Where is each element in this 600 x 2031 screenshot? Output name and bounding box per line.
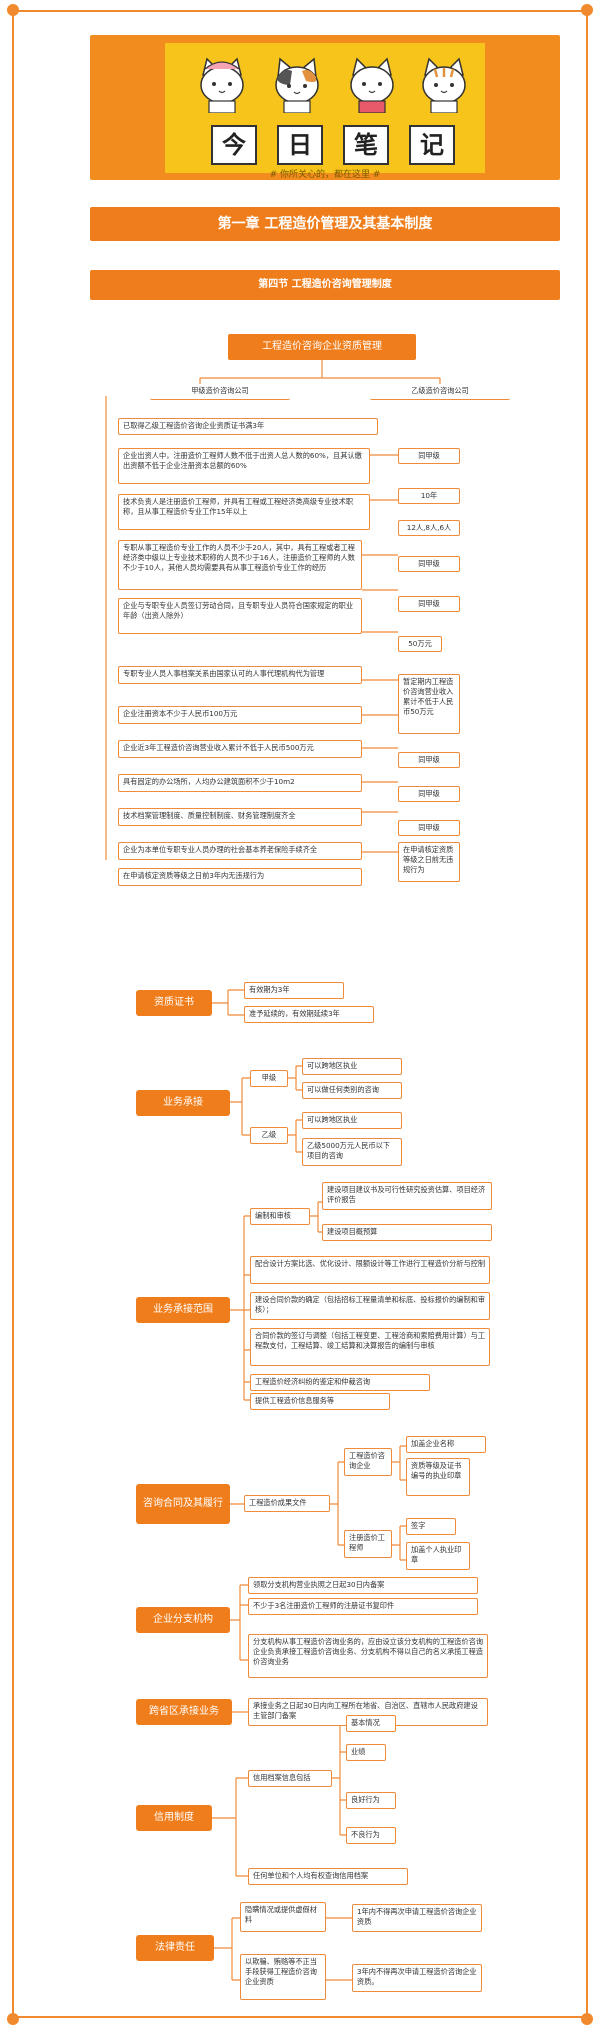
business-item: 可以跨地区执业 — [302, 1058, 402, 1075]
tree-left-item: 已取得乙级工程造价咨询企业资质证书满3年 — [118, 418, 378, 435]
page-frame — [12, 10, 588, 2018]
tree-right-item: 暂定期内工程造价咨询营业收入累计不低于人民币50万元 — [398, 674, 460, 734]
scope-item: 建设合同价款的确定（包括招标工程量清单和标底、投标报价的编制和审核）； — [250, 1292, 490, 1320]
tree-left-item: 专职专业人员人事档案关系由国家认可的人事代理机构代为管理 — [118, 666, 362, 684]
corner-dot — [7, 2013, 19, 2025]
tree-right-item: 同甲级 — [398, 752, 460, 768]
corner-dot — [581, 4, 593, 16]
legal-result: 1年内不得再次申请工程造价咨询企业资质 — [352, 1904, 482, 1932]
contract-item: 签字 — [406, 1518, 456, 1535]
legal-cause: 隐瞒情况或提供虚假材料 — [240, 1902, 326, 1932]
title-char: 今 — [211, 125, 257, 165]
topic-branch: 企业分支机构 — [136, 1607, 230, 1633]
tree-left-item: 企业为本单位专职专业人员办理的社会基本养老保险手续齐全 — [118, 842, 362, 860]
scope-item: 合同价款的签订与调整（包括工程变更、工程洽商和索赔费用计算）与工程款支付，工程结… — [250, 1328, 490, 1366]
topic-credit: 信用制度 — [136, 1805, 212, 1831]
scope-item: 工程造价经济纠纷的鉴定和仲裁咨询 — [250, 1374, 430, 1391]
cert-item: 准予延续的，有效期延续3年 — [244, 1006, 374, 1023]
tree-right-item: 12人,8人,6人 — [398, 520, 460, 536]
header-panel: 今 日 笔 记 # 你所关心的，都在这里 # — [165, 43, 485, 180]
tree-right-item: 同甲级 — [398, 596, 460, 612]
scope-item: 建设项目建议书及可行性研究投资估算、项目经济评价报告 — [322, 1182, 492, 1210]
tree-right-item: 同甲级 — [398, 556, 460, 572]
tree-left-item: 企业近3年工程造价咨询营业收入累计不低于人民币500万元 — [118, 740, 362, 758]
credit-item: 不良行为 — [346, 1827, 396, 1844]
section-title: 第四节 工程造价咨询管理制度 — [90, 270, 560, 300]
branch-item: 领取分支机构营业执照之日起30日内备案 — [248, 1577, 478, 1594]
header-banner: 今 日 笔 记 # 你所关心的，都在这里 # — [90, 35, 560, 180]
scope-sub: 编制和审核 — [250, 1208, 310, 1225]
tree-right-head: 乙级造价咨询公司 — [370, 384, 510, 400]
cat-icon — [275, 57, 319, 113]
tree-left-item: 企业注册资本不少于人民币100万元 — [118, 706, 362, 724]
business-item: 乙级5000万元人民币以下项目的咨询 — [302, 1138, 402, 1166]
chapter-title: 第一章 工程造价管理及其基本制度 — [90, 207, 560, 241]
tree-left-item: 专职从事工程造价专业工作的人员不少于20人，其中，具有工程或者工程经济类中级以上… — [118, 540, 362, 590]
business-level: 乙级 — [250, 1127, 288, 1144]
tree-left-item: 技术档案管理制度、质量控制制度、财务管理制度齐全 — [118, 808, 362, 826]
topic-contract: 咨询合同及其履行 — [136, 1484, 230, 1524]
scope-item: 提供工程造价信息服务等 — [250, 1393, 390, 1410]
cat-icon — [422, 57, 466, 113]
scope-item: 建设项目概预算 — [322, 1224, 492, 1241]
contract-item: 加盖个人执业印章 — [406, 1542, 470, 1570]
business-level: 甲级 — [250, 1070, 288, 1087]
cat-icon — [200, 57, 244, 113]
tree-right-item: 同甲级 — [398, 448, 460, 464]
tree-root: 工程造价咨询企业资质管理 — [228, 334, 416, 360]
legal-cause: 以欺骗、贿赂等不正当手段获得工程造价咨询企业资质 — [240, 1954, 326, 2000]
tree-left-item: 具有固定的办公场所，人均办公建筑面积不少于10m2 — [118, 774, 362, 792]
tree-right-item: 10年 — [398, 488, 460, 504]
cat-icon — [350, 57, 394, 113]
credit-item: 业绩 — [346, 1744, 386, 1761]
title-char: 笔 — [343, 125, 389, 165]
corner-dot — [7, 4, 19, 16]
tree-left-head: 甲级造价咨询公司 — [150, 384, 290, 400]
cert-item: 有效期为3年 — [244, 982, 344, 999]
tree-left-item: 在申请核定资质等级之日前3年内无违规行为 — [118, 868, 362, 886]
credit-item: 任何单位和个人均有权查询信用档案 — [248, 1868, 408, 1885]
contract-item: 资质等级及证书编号的执业印章 — [406, 1458, 470, 1496]
title-char: 日 — [277, 125, 323, 165]
tree-left-item: 企业出资人中，注册造价工程师人数不低于出资人总人数的60%，且其认缴出资额不低于… — [118, 448, 370, 484]
credit-item: 良好行为 — [346, 1792, 396, 1809]
business-item: 可以跨地区执业 — [302, 1112, 402, 1129]
legal-result: 3年内不得再次申请工程造价咨询企业资质。 — [352, 1964, 482, 1992]
contract-enterprise: 工程造价咨询企业 — [344, 1448, 392, 1476]
credit-sub: 信用档案信息包括 — [248, 1770, 332, 1787]
contract-engineer: 注册造价工程师 — [344, 1530, 392, 1558]
tree-right-item: 同甲级 — [398, 820, 460, 836]
tree-left-item: 企业与专职专业人员签订劳动合同，且专职专业人员符合国家规定的职业年龄（出资人除外… — [118, 598, 362, 634]
topic-cert: 资质证书 — [136, 990, 212, 1016]
topic-cross: 跨省区承接业务 — [136, 1699, 232, 1725]
topic-business: 业务承接 — [136, 1090, 230, 1116]
scope-item: 配合设计方案比选、优化设计、限额设计等工作进行工程造价分析与控制 — [250, 1256, 490, 1284]
title-char: 记 — [409, 125, 455, 165]
topic-scope: 业务承接范围 — [136, 1297, 230, 1323]
credit-item: 基本情况 — [346, 1715, 396, 1732]
corner-dot — [581, 2013, 593, 2025]
tree-right-item: 50万元 — [398, 636, 442, 652]
topic-legal: 法律责任 — [136, 1935, 214, 1961]
branch-item: 不少于3名注册造价工程师的注册证书复印件 — [248, 1598, 478, 1615]
tree-right-item: 同甲级 — [398, 786, 460, 802]
header-subtitle: # 你所关心的，都在这里 # — [269, 170, 381, 180]
contract-file: 工程造价成果文件 — [244, 1495, 330, 1512]
business-item: 可以做任何类别的咨询 — [302, 1082, 402, 1099]
tree-right-item: 在申请核定资质等级之日前无违规行为 — [398, 842, 460, 882]
tree-left-item: 技术负责人是注册造价工程师，并具有工程或工程经济类高级专业技术职称，且从事工程造… — [118, 494, 370, 530]
branch-item: 分支机构从事工程造价咨询业务的，应由设立该分支机构的工程造价咨询企业负责承接工程… — [248, 1634, 488, 1678]
contract-item: 加盖企业名称 — [406, 1436, 486, 1453]
